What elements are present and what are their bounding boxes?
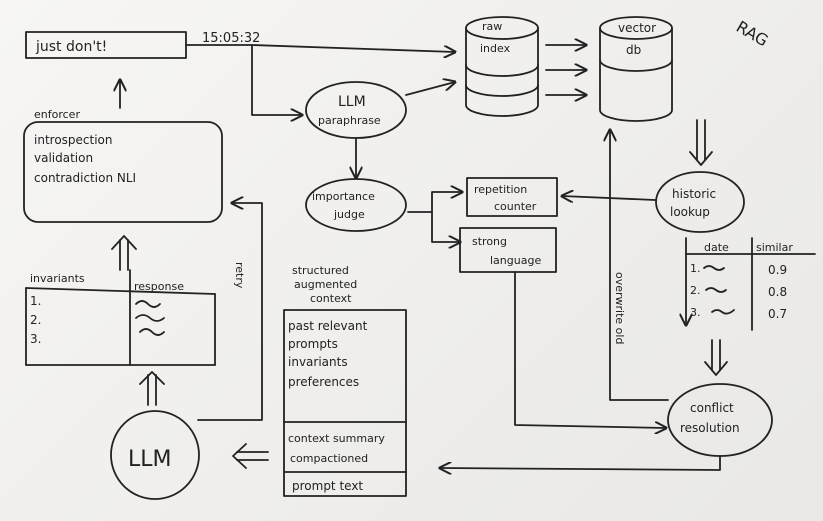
history-row-2-index: 2. — [690, 284, 701, 297]
retry-label: retry — [233, 262, 246, 289]
double-arrow-llm-to-response — [139, 371, 165, 406]
invariant-row-2: 2. — [30, 313, 41, 327]
vector-db-cylinder — [599, 16, 673, 122]
overwrite-label: overwrite old — [613, 272, 626, 344]
response-header: response — [134, 280, 184, 293]
double-arrow-table-to-enforcer — [111, 235, 137, 271]
context-title-3: context — [310, 292, 352, 305]
history-scribble-2 — [705, 287, 727, 293]
history-scribble-3 — [711, 309, 735, 315]
double-arrow-context-to-llm — [232, 443, 269, 469]
historic-line2: lookup — [670, 205, 710, 219]
raw-index-line2: index — [480, 42, 511, 55]
enforcer-item-2: validation — [34, 151, 93, 165]
context-section2-2: compactioned — [290, 452, 368, 465]
importance-judge-node — [305, 178, 407, 232]
arrow-historic-to-repetition — [562, 196, 656, 200]
arrow-paraphrase-to-raw-index — [405, 82, 455, 96]
strong-line1: strong — [472, 235, 507, 248]
arrow-input-to-paraphrase — [251, 44, 302, 115]
paraphrase-line2: paraphrase — [318, 114, 381, 127]
arrow-strong-language-to-conflict — [514, 271, 666, 428]
context-title-1: structured — [292, 264, 349, 277]
context-section1-2: prompts — [288, 337, 338, 351]
enforcer-box — [23, 121, 223, 223]
timestamp: 15:05:32 — [202, 31, 260, 46]
arrow-judge-to-strong-language — [431, 211, 460, 242]
historic-lookup-node — [655, 171, 745, 233]
llm-main-label: LLM — [128, 447, 172, 472]
arrow-conflict-overwrite-vector — [610, 130, 669, 401]
context-section2-1: context summary — [288, 432, 385, 445]
double-arrow-history-to-conflict — [704, 339, 728, 376]
repetition-line2: counter — [494, 200, 537, 213]
invariants-header: invariants — [30, 272, 85, 285]
strong-line2: language — [490, 254, 541, 267]
arrow-retry — [197, 203, 263, 421]
conflict-resolution-node — [667, 383, 773, 457]
context-section1-4: preferences — [288, 375, 359, 389]
history-scribble-1 — [703, 265, 725, 271]
invariant-row-1: 1. — [30, 294, 41, 308]
structured-context-box — [283, 309, 407, 497]
conflict-line2: resolution — [680, 421, 740, 435]
context-section1-3: invariants — [288, 355, 348, 369]
invariant-row-3: 3. — [30, 332, 41, 346]
history-header-date: date — [704, 241, 729, 254]
judge-line1: importance — [312, 190, 375, 203]
paraphrase-line1: LLM — [338, 94, 366, 110]
conflict-line1: conflict — [690, 401, 734, 415]
repetition-line1: repetition — [474, 183, 527, 196]
history-row-1-index: 1. — [690, 262, 701, 275]
history-row-1-similar: 0.9 — [768, 263, 787, 277]
arrow-input-to-raw-index — [185, 44, 455, 52]
vector-db-line1: vector — [618, 21, 656, 35]
historic-line1: historic — [672, 187, 716, 201]
llm-main-node — [110, 410, 200, 500]
response-scribble-2 — [135, 314, 165, 322]
strong-language-box — [459, 227, 557, 273]
double-arrow-vector-to-historic — [689, 119, 713, 166]
response-scribble-1 — [135, 300, 161, 308]
enforcer-item-3: contradiction NLI — [34, 171, 136, 185]
arrow-judge-to-repetition — [407, 192, 462, 213]
history-row-3-similar: 0.7 — [768, 307, 787, 321]
judge-line2: judge — [333, 208, 365, 221]
enforcer-item-1: introspection — [34, 133, 113, 147]
llm-paraphrase-node — [305, 81, 407, 139]
repetition-counter-box — [466, 177, 558, 217]
arrow-conflict-to-context — [440, 455, 721, 470]
history-header-similar: similar — [756, 241, 793, 254]
context-section3-1: prompt text — [292, 479, 363, 493]
history-table — [686, 237, 816, 331]
input-text: just don't! — [35, 39, 107, 55]
raw-index-line1: raw — [482, 20, 502, 33]
history-row-3-index: 3. — [690, 306, 701, 319]
context-section1-1: past relevant — [288, 319, 368, 333]
raw-index-cylinder — [465, 16, 539, 117]
history-row-2-similar: 0.8 — [768, 285, 787, 299]
invariants-response-table — [25, 269, 216, 366]
context-title-2: augmented — [294, 278, 357, 291]
vector-db-line2: db — [626, 43, 641, 57]
enforcer-label: enforcer — [34, 108, 80, 121]
response-scribble-3 — [139, 328, 165, 336]
rag-label: RAG — [733, 17, 772, 50]
